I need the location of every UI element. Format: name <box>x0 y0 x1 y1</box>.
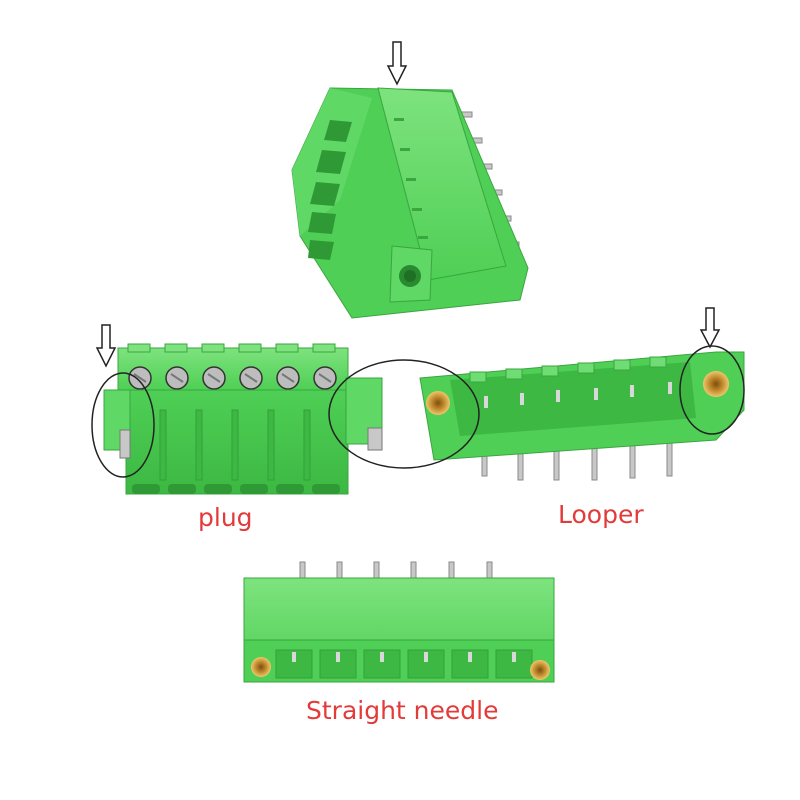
caption-looper: Looper <box>558 500 644 529</box>
straight-brass-insert-left <box>251 657 271 677</box>
straight-needle-pins <box>299 561 493 581</box>
caption-straight-needle: Straight needle <box>306 696 499 725</box>
down-arrow-looper <box>699 307 721 349</box>
highlight-circle-looper-right <box>679 345 745 435</box>
top-connector-slots <box>308 120 352 260</box>
top-connector <box>291 41 529 319</box>
straight-brass-insert-right <box>530 660 550 680</box>
plug-screw-holes <box>128 366 337 390</box>
down-arrow-top <box>386 41 408 86</box>
looper-brass-insert-left <box>426 391 450 415</box>
straight-needle-connector <box>243 561 555 683</box>
plug-connector <box>91 324 383 495</box>
down-arrow-plug <box>95 324 117 368</box>
caption-plug: plug <box>198 503 253 532</box>
highlight-circle-plug-left <box>91 372 155 478</box>
highlight-circle-middle <box>328 359 480 469</box>
looper-connector <box>328 307 745 481</box>
looper-brass-insert-right <box>703 371 729 397</box>
